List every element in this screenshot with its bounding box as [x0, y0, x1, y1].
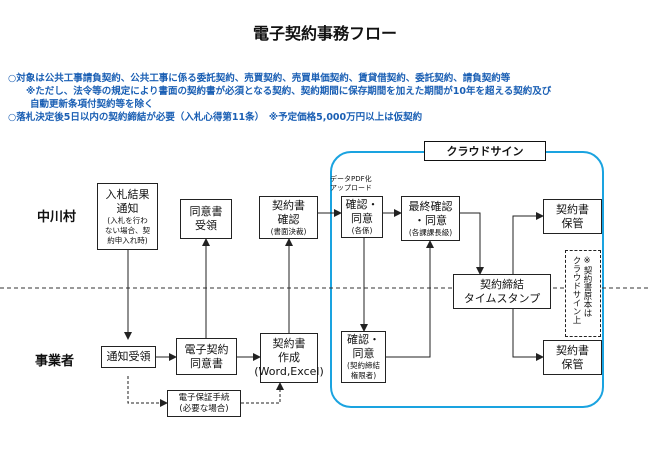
- cloudsign-label: クラウドサイン: [424, 141, 546, 161]
- box-store-top: 契約書 保管: [543, 199, 602, 234]
- page-title: 電子契約事務フロー: [252, 24, 397, 43]
- arrow-guarantee-in: [127, 376, 168, 407]
- box-approve-staff: 確認・ 同意 (各係): [341, 196, 383, 238]
- box-contract-creation: 契約書 作成 (Word,Excel): [254, 333, 324, 383]
- note-exclusion: ※ただし、法令等の規定により書面の契約書が必須となる契約、契約期間に保存期間を加…: [26, 86, 552, 97]
- box-notice-received: 通知受領: [101, 346, 156, 368]
- side-note: ※契約書原本は クラウドサイン上: [565, 250, 601, 337]
- arrow-authorizer-to-final: [386, 240, 434, 358]
- upload-note: データPDF化 アップロード: [330, 175, 372, 192]
- arrow-conclude-to-store-bottom: [512, 309, 544, 361]
- box-e-contract-consent: 電子契約 同意書: [176, 338, 237, 375]
- arrow-final-to-conclude: [460, 212, 484, 275]
- box-contract-check: 契約書 確認 (書面決裁): [259, 196, 318, 239]
- box-approve-authorizer: 確認・ 同意 (契約締結 権限者): [341, 331, 386, 383]
- note-deadline: ○落札決定後5日以内の契約締結が必要（入札心得第11条） ※予定価格5,000万…: [8, 112, 423, 123]
- note-target-contracts: ○対象は公共工事請負契約、公共工事に係る委託契約、売買契約、売買単価契約、賃貸借…: [8, 73, 511, 84]
- box-final-approval: 最終確認 ・同意 (各課課長級): [401, 196, 460, 241]
- party-nakagawa: 中川村: [37, 210, 77, 225]
- party-contractor: 事業者: [35, 354, 75, 369]
- box-e-guarantee: 電子保証手続 (必要な場合): [167, 390, 241, 417]
- box-contract-conclusion: 契約締結 タイムスタンプ: [453, 274, 551, 309]
- box-bid-result-notice: 入札結果 通知 (入札を行わ ない場合、契 約申入れ時): [97, 183, 158, 250]
- box-store-bottom: 契約書 保管: [543, 340, 602, 375]
- arrow-conclude-to-store-top: [512, 212, 544, 275]
- arrow-guarantee-out: [241, 382, 284, 404]
- box-consent-received: 同意書 受領: [180, 199, 232, 239]
- note-exclusion-cont: 自動更新条項付契約等を除く: [30, 99, 154, 110]
